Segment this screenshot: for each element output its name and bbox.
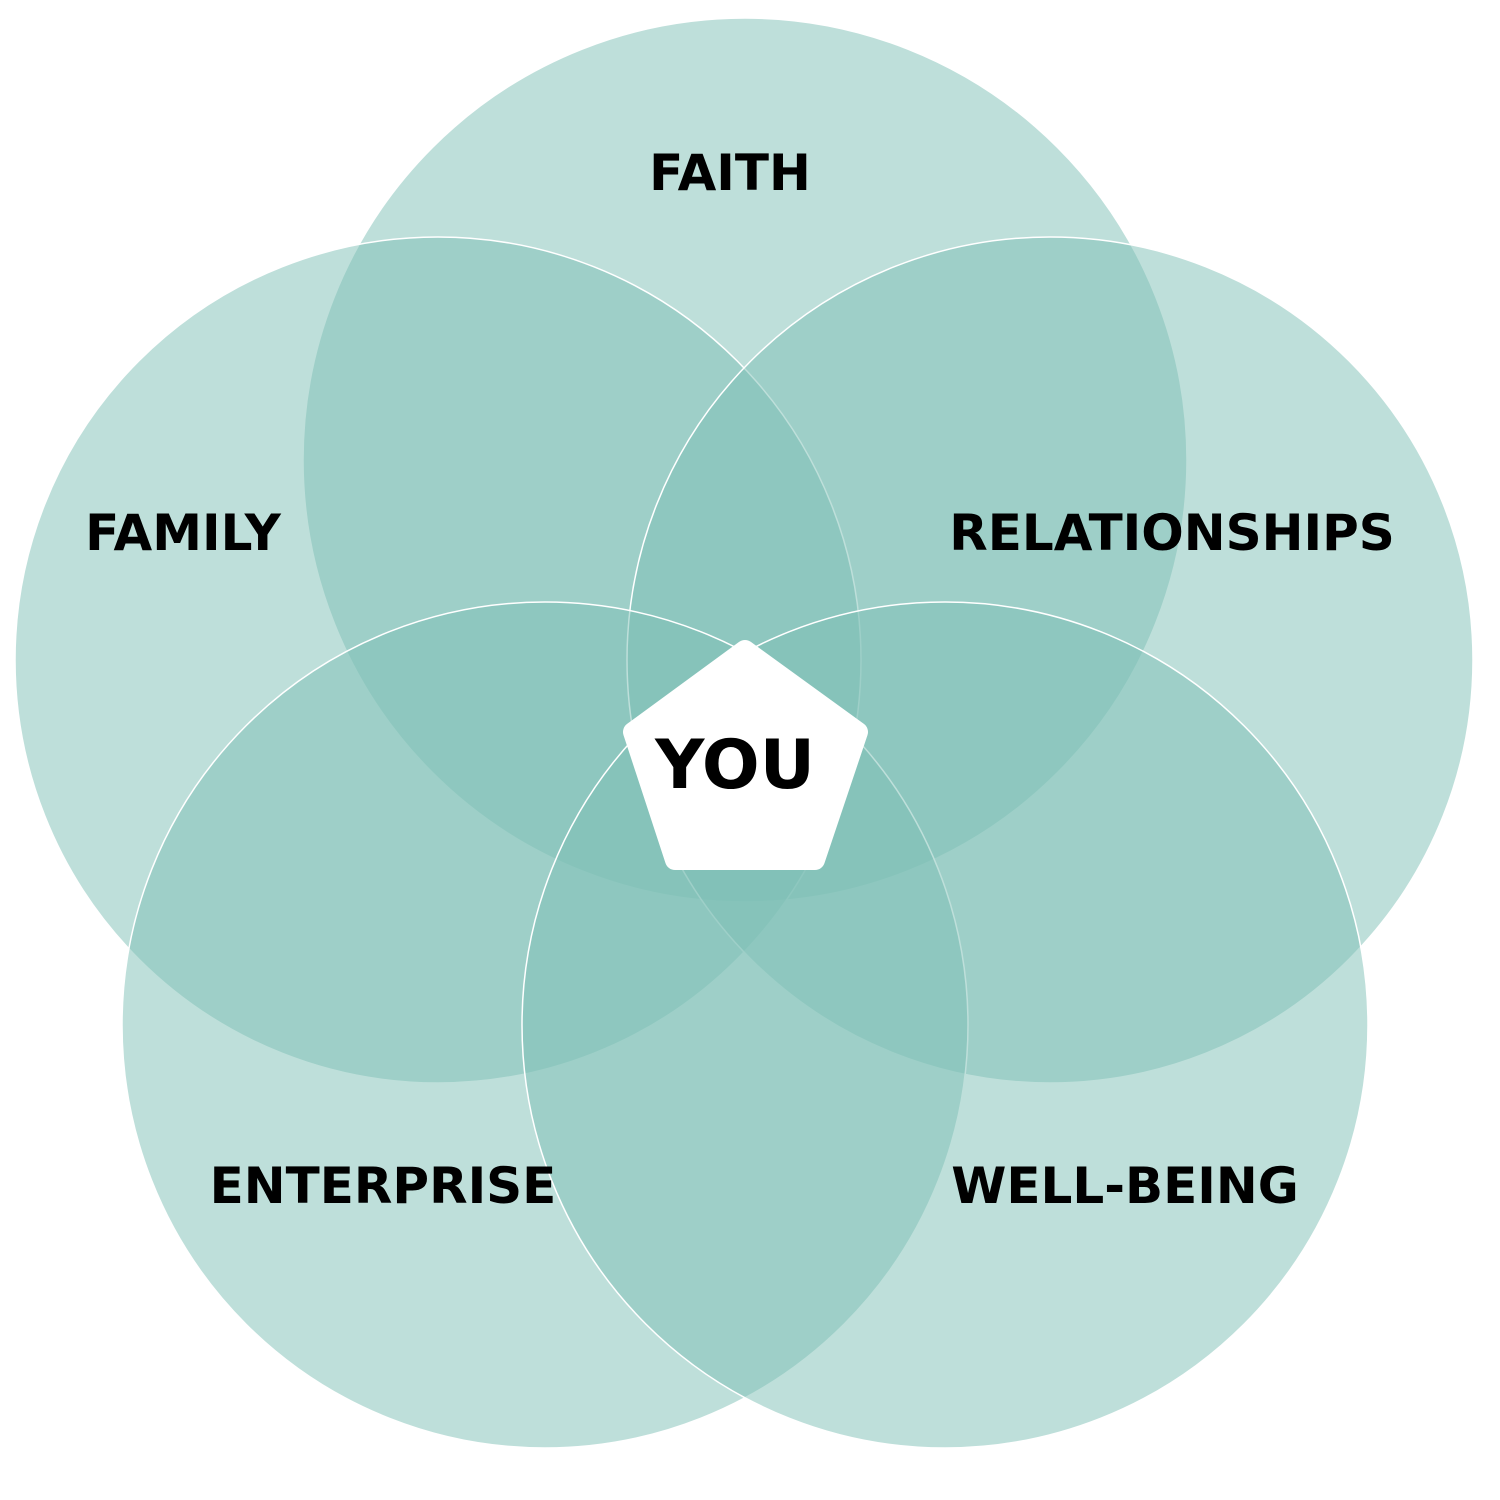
label-you: YOU	[654, 726, 815, 805]
label-relationships: RELATIONSHIPS	[949, 504, 1395, 562]
center-you-region	[623, 640, 868, 870]
label-enterprise: ENTERPRISE	[210, 1157, 557, 1215]
label-well-being: WELL-BEING	[951, 1157, 1299, 1215]
label-faith: FAITH	[649, 144, 811, 202]
label-family: FAMILY	[85, 504, 282, 562]
